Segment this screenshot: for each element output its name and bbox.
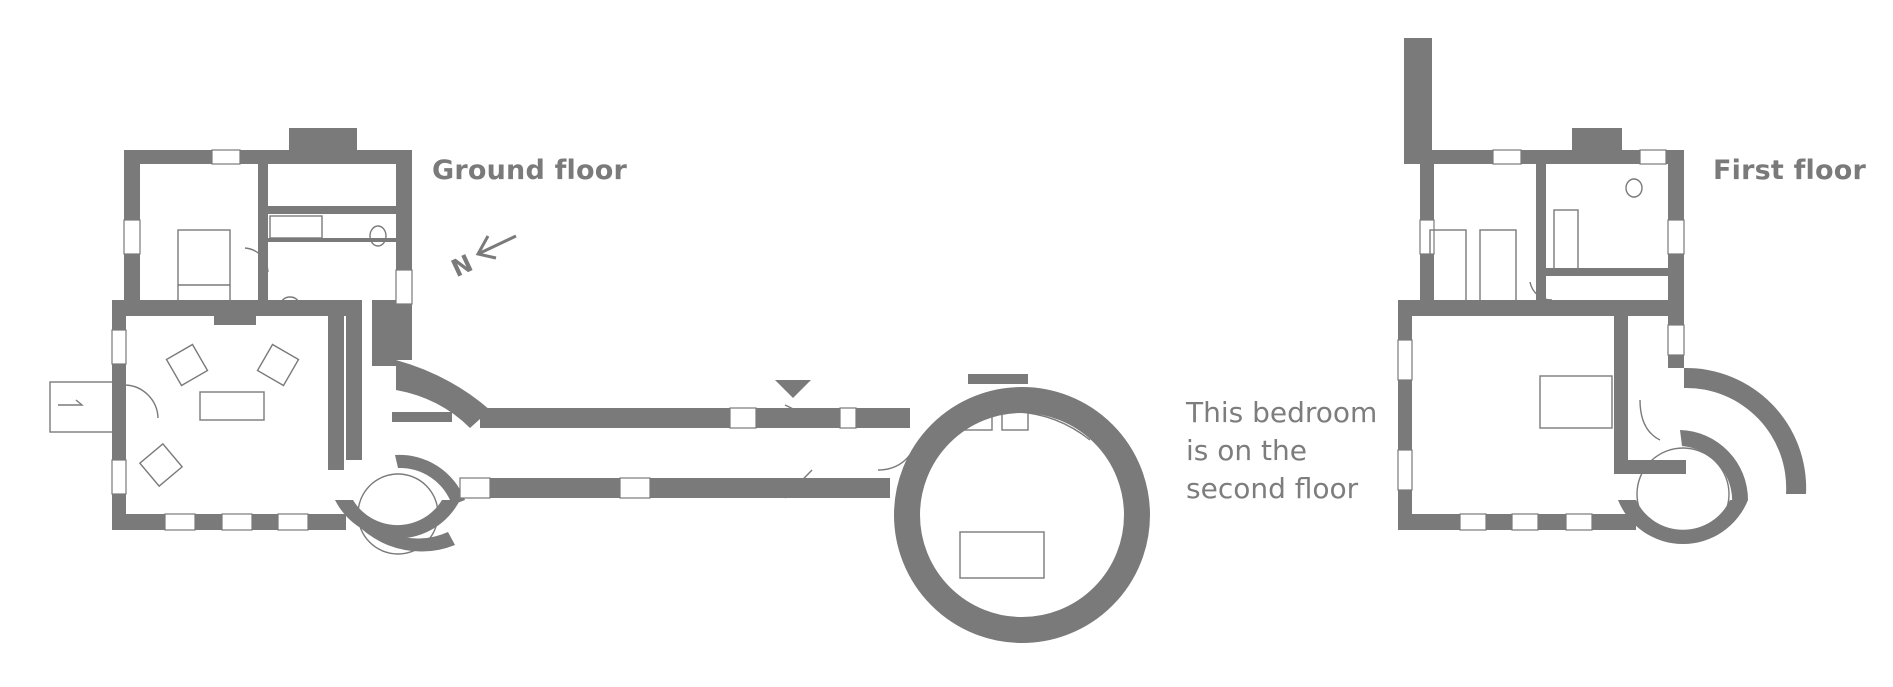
door-arc (123, 384, 159, 419)
basin-icon (280, 296, 300, 312)
first-floor-title: First floor (1713, 155, 1867, 186)
note-line: is on the (1186, 434, 1307, 467)
door-arc (784, 404, 813, 419)
toilet-icon (1625, 178, 1643, 198)
north-letter: N (447, 249, 477, 283)
toilet-icon (369, 225, 387, 247)
sofa-icon (199, 391, 265, 421)
door-arc (244, 247, 269, 273)
armchair-icon (165, 343, 209, 387)
bathtub-icon (1553, 209, 1579, 271)
second-floor-note: This bedroom is on the second floor (1186, 394, 1377, 508)
ground-floor-walls (112, 128, 1150, 643)
bathtub-icon (269, 215, 323, 239)
armchair-icon (256, 343, 300, 387)
note-line: second floor (1186, 472, 1359, 505)
double-bed-icon (1539, 375, 1613, 429)
door-arc (877, 451, 913, 471)
note-line: This bedroom (1186, 396, 1378, 429)
entrance-step (49, 381, 121, 433)
fixtures (49, 178, 1730, 579)
first-floor-walls (1398, 38, 1807, 545)
armchair-icon (138, 442, 184, 488)
double-bed-icon (177, 229, 231, 303)
hob-icon (1001, 405, 1029, 431)
door-arc (1639, 399, 1661, 441)
windows (111, 149, 1685, 531)
kitchen-island (959, 531, 1045, 579)
north-arrow-icon (475, 234, 517, 260)
entrance-marker-icon (775, 380, 811, 398)
door-arc (784, 469, 813, 499)
ground-floor-title: Ground floor (432, 155, 628, 186)
single-bed-icon (1479, 229, 1517, 305)
door-arc (1529, 281, 1553, 301)
single-bed-icon (1429, 229, 1467, 305)
